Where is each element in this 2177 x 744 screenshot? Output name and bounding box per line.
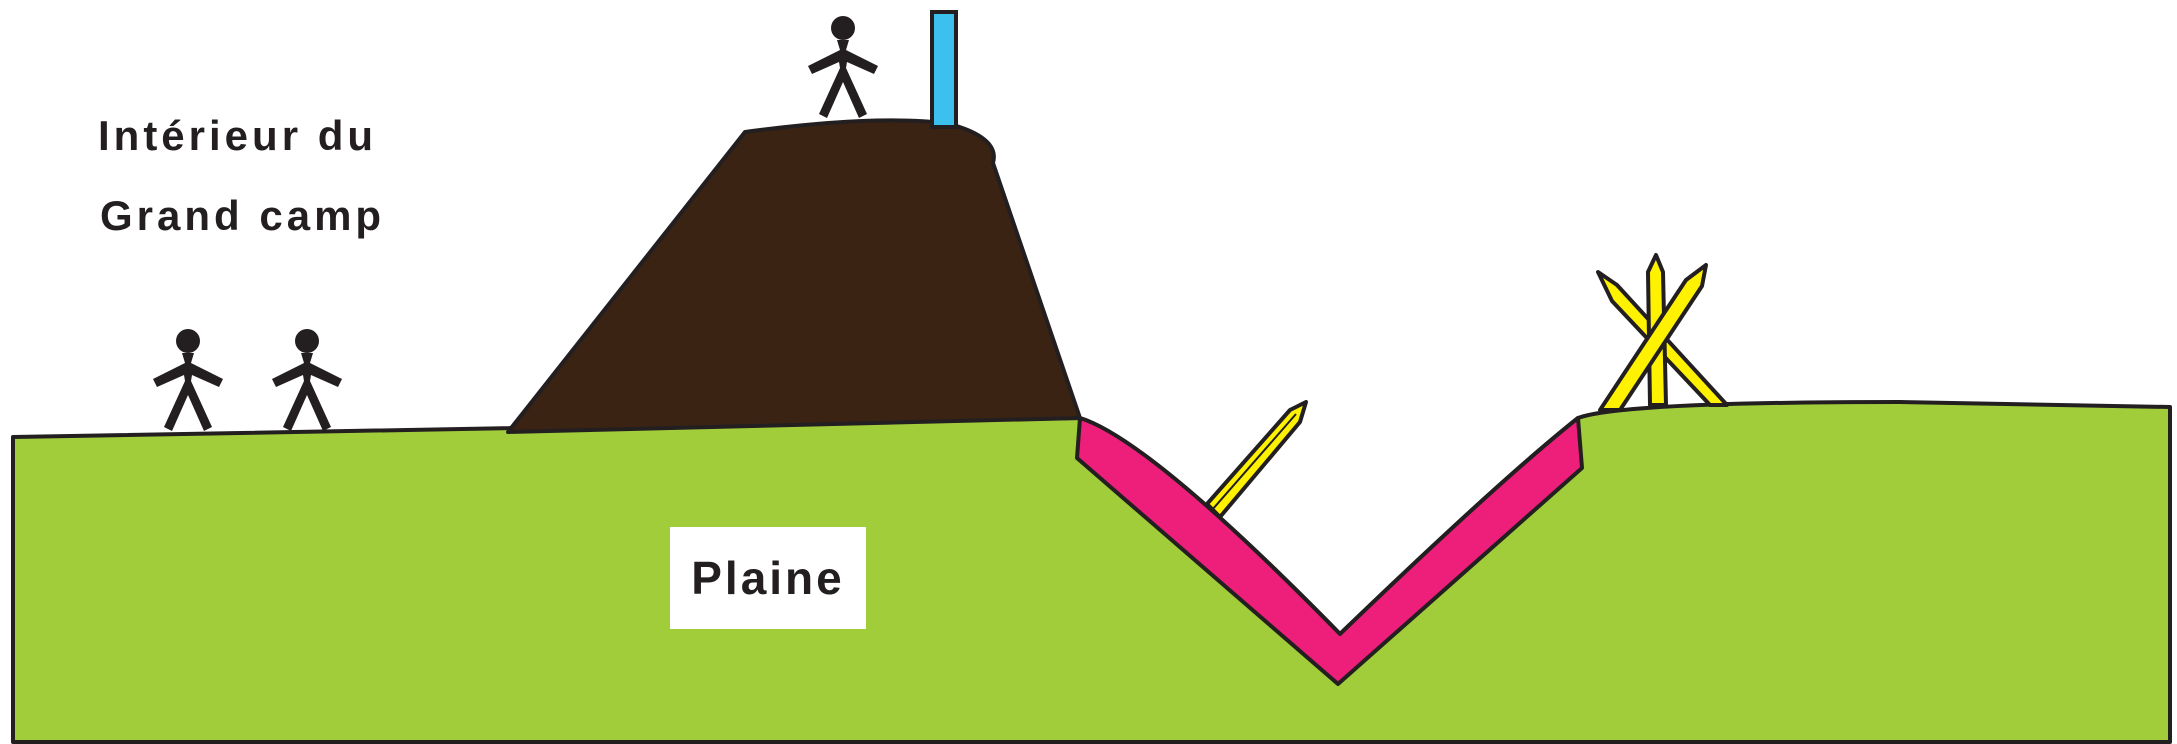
crossed-stakes bbox=[1596, 253, 1729, 412]
plain-label-box: Plaine bbox=[670, 527, 866, 629]
ditch bbox=[1075, 416, 1584, 686]
person-icon bbox=[153, 329, 223, 431]
ditch-stake bbox=[1205, 400, 1308, 519]
plain-label: Plaine bbox=[691, 552, 845, 604]
flag-post bbox=[930, 10, 958, 129]
person-icon bbox=[808, 16, 878, 118]
rampart bbox=[506, 118, 1082, 434]
interior-label-line-2: Grand camp bbox=[100, 192, 386, 239]
interior-label-line-1: Intérieur du bbox=[98, 112, 378, 159]
person-icon bbox=[272, 329, 342, 431]
